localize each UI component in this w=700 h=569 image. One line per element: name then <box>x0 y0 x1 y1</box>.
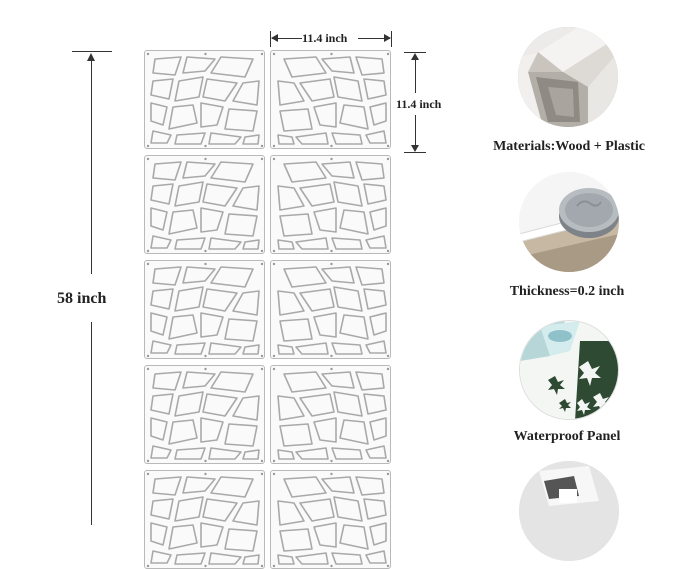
coin-thickness-image <box>519 172 619 272</box>
divider-panel <box>144 365 265 464</box>
width-label: 11.4 inch <box>302 31 348 45</box>
panel-assembly-image <box>519 461 619 561</box>
water-splash-image <box>519 320 619 420</box>
divider-panel <box>270 155 391 254</box>
divider-panel <box>144 155 265 254</box>
divider-panel <box>144 50 265 149</box>
feature-caption-thickness: Thickness=0.2 inch <box>509 284 625 299</box>
divider-panel <box>144 260 265 359</box>
feature-caption-waterproof: Waterproof Panel <box>513 429 621 444</box>
total-height-label: 58 inch <box>57 290 107 307</box>
panel-height-label: 11.4 inch <box>396 97 442 111</box>
divider-panel <box>270 50 391 149</box>
divider-panel <box>270 365 391 464</box>
feature-caption-materials: Materials:Wood + Plastic <box>493 139 645 154</box>
divider-panel <box>270 260 391 359</box>
divider-panel <box>144 470 265 569</box>
wood-plastic-closeup-image <box>518 27 618 127</box>
divider-panel <box>270 470 391 569</box>
